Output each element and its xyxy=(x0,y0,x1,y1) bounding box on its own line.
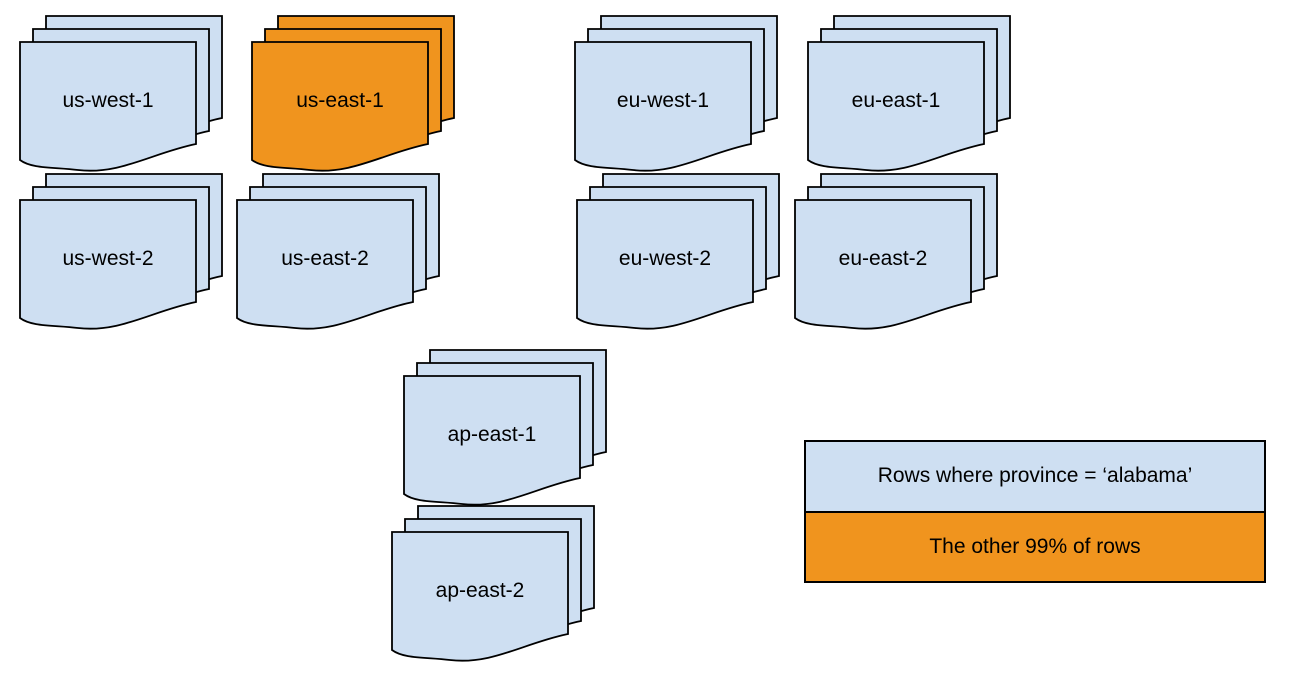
document-shape xyxy=(391,531,569,662)
region-stack-us-east-1: us-east-1 xyxy=(251,15,455,172)
region-label: eu-west-1 xyxy=(617,89,709,112)
region-stack-us-west-2: us-west-2 xyxy=(19,173,223,330)
document-shape xyxy=(19,199,197,330)
document-shape xyxy=(251,41,429,172)
region-stack-us-west-1: us-west-1 xyxy=(19,15,223,172)
region-stack-eu-west-1: eu-west-1 xyxy=(574,15,778,172)
legend-item-other-rows: The other 99% of rows xyxy=(806,510,1264,581)
region-stack-eu-east-2: eu-east-2 xyxy=(794,173,998,330)
legend: Rows where province = ‘alabama’ The othe… xyxy=(804,440,1266,583)
region-label: us-east-1 xyxy=(296,89,384,112)
legend-label-alabama-rows: Rows where province = ‘alabama’ xyxy=(877,464,1193,488)
region-stack-eu-east-1: eu-east-1 xyxy=(807,15,1011,172)
region-stack-us-east-2: us-east-2 xyxy=(236,173,440,330)
document-shape xyxy=(403,375,581,506)
region-label: eu-west-2 xyxy=(619,247,711,270)
document-shape xyxy=(576,199,754,330)
document-shape xyxy=(807,41,985,172)
region-stack-eu-west-2: eu-west-2 xyxy=(576,173,780,330)
region-label: us-west-2 xyxy=(62,247,153,270)
region-label: eu-east-2 xyxy=(839,247,928,270)
document-shape xyxy=(19,41,197,172)
document-shape xyxy=(236,199,414,330)
region-label: ap-east-2 xyxy=(436,579,525,602)
document-shape xyxy=(574,41,752,172)
region-label: us-east-2 xyxy=(281,247,369,270)
legend-item-alabama-rows: Rows where province = ‘alabama’ xyxy=(806,442,1264,511)
region-stack-ap-east-2: ap-east-2 xyxy=(391,505,595,662)
legend-label-other-rows: The other 99% of rows xyxy=(929,534,1141,558)
document-shape xyxy=(794,199,972,330)
region-stack-ap-east-1: ap-east-1 xyxy=(403,349,607,506)
region-label: us-west-1 xyxy=(62,89,153,112)
region-label: eu-east-1 xyxy=(852,89,941,112)
region-label: ap-east-1 xyxy=(448,423,537,446)
